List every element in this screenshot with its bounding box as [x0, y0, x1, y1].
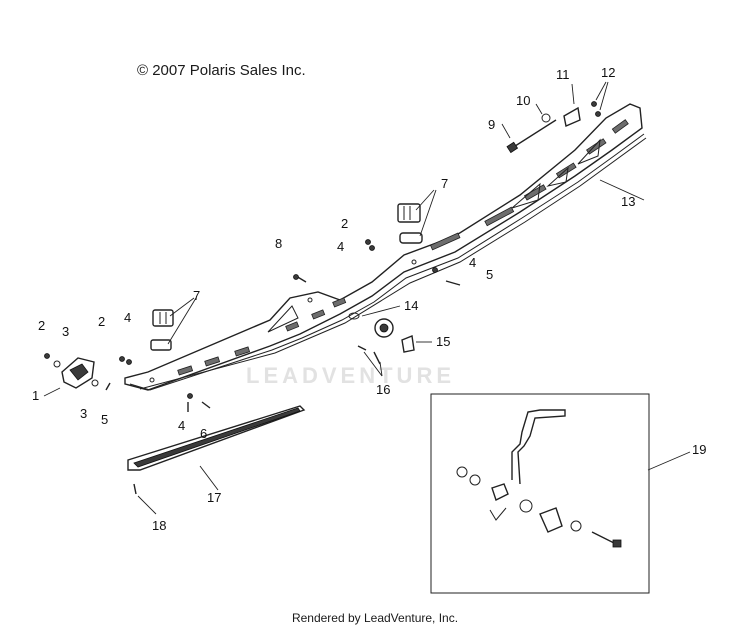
callout-18: 18	[152, 518, 166, 533]
callout-7: 7	[193, 288, 200, 303]
callout-4: 4	[124, 310, 131, 325]
callout-2: 2	[341, 216, 348, 231]
copyright-notice: © 2007 Polaris Sales Inc.	[137, 62, 306, 79]
callout-2: 2	[98, 314, 105, 329]
leader-lines	[43, 81, 691, 515]
callout-2: 2	[38, 318, 45, 333]
callout-4: 4	[337, 239, 344, 254]
callout-10: 10	[516, 93, 530, 108]
callout-9: 9	[488, 117, 495, 132]
callout-19: 19	[692, 442, 706, 457]
rendered-by-credit: Rendered by LeadVenture, Inc.	[291, 611, 459, 625]
callout-11: 11	[556, 67, 570, 82]
callout-15: 15	[436, 334, 450, 349]
callout-12: 12	[601, 65, 615, 80]
rail-assembly	[124, 103, 647, 391]
hardware	[44, 101, 601, 495]
callout-8: 8	[275, 236, 282, 251]
callout-6: 6	[200, 426, 207, 441]
callout-4: 4	[469, 255, 476, 270]
callout-1: 1	[32, 388, 39, 403]
callout-7: 7	[441, 176, 448, 191]
callout-13: 13	[621, 194, 635, 209]
watermark-text: LEADVENTURE	[246, 363, 456, 388]
callout-14: 14	[404, 298, 418, 313]
callout-16: 16	[376, 382, 390, 397]
wear-strip	[127, 405, 306, 471]
callout-5: 5	[486, 267, 493, 282]
callout-3: 3	[62, 324, 69, 339]
callout-3: 3	[80, 406, 87, 421]
inset-box	[430, 393, 650, 594]
callout-numbers: 1 2 2 2 3 3 4 4 4 4 5 5 6 7 7 8 9 10 11 …	[32, 65, 706, 533]
callout-4: 4	[178, 418, 185, 433]
callout-5: 5	[101, 412, 108, 427]
callout-17: 17	[207, 490, 221, 505]
